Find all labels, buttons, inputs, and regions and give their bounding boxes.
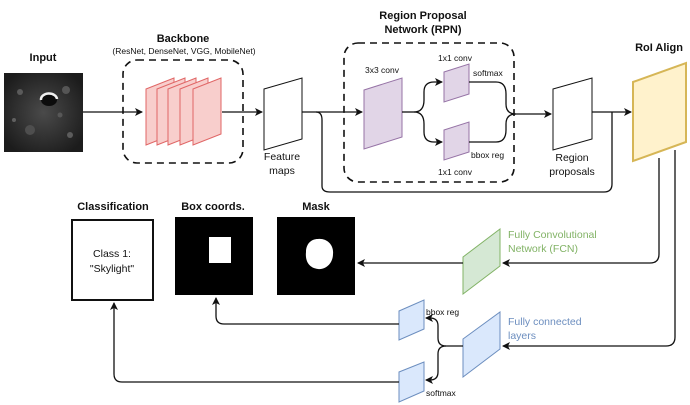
class-name-line-2: "Skylight" bbox=[90, 263, 134, 275]
rpn-conv3x3-label: 3x3 conv bbox=[365, 65, 400, 75]
backbone-layers bbox=[145, 77, 222, 146]
fcn-shape bbox=[462, 227, 501, 296]
fc-label-2: layers bbox=[508, 330, 536, 342]
head-bbox-reg-layer bbox=[398, 299, 425, 341]
rpn-title-1: Region Proposal bbox=[379, 10, 466, 22]
rpn-softmax-layer bbox=[443, 63, 470, 103]
rpn-title-2: Network (RPN) bbox=[384, 24, 461, 36]
input-image bbox=[4, 73, 83, 152]
rpn-conv3x3-layer bbox=[363, 77, 403, 150]
input-label: Input bbox=[30, 52, 57, 64]
region-proposals-label-2: proposals bbox=[549, 166, 595, 178]
rpn-conv1x1-bottom-label: 1x1 conv bbox=[438, 167, 473, 177]
region-proposals-label-1: Region bbox=[555, 152, 588, 164]
backbone-subtitle: (ResNet, DenseNet, VGG, MobileNet) bbox=[112, 46, 255, 56]
box-coords-image bbox=[175, 217, 253, 295]
feature-maps-shape bbox=[263, 77, 303, 151]
backbone-title: Backbone bbox=[157, 33, 210, 45]
box-coords-label: Box coords. bbox=[181, 201, 245, 213]
class-name-line-1: Class 1: bbox=[93, 248, 131, 260]
feature-maps-label-2: maps bbox=[269, 165, 295, 177]
connectors bbox=[83, 78, 676, 384]
fc-shape bbox=[462, 311, 501, 379]
rpn-bbox-reg-layer bbox=[443, 121, 470, 161]
head-softmax-label: softmax bbox=[426, 388, 457, 398]
head-softmax-layer bbox=[398, 361, 425, 403]
mask-image bbox=[277, 217, 355, 295]
head-bbox-reg-label: bbox reg bbox=[426, 307, 459, 317]
rpn-softmax-label: softmax bbox=[473, 68, 504, 78]
rpn-bbox-reg-label: bbox reg bbox=[471, 150, 504, 160]
mask-label: Mask bbox=[302, 201, 330, 213]
fcn-label-1: Fully Convolutional bbox=[508, 229, 597, 241]
classification-label: Classification bbox=[77, 201, 149, 213]
feature-maps-label-1: Feature bbox=[264, 151, 300, 163]
roi-align-label: RoI Align bbox=[635, 42, 683, 54]
classification-box bbox=[71, 219, 154, 301]
roi-align-shape bbox=[632, 61, 687, 163]
region-proposals-shape bbox=[552, 77, 593, 151]
rpn-conv1x1-top-label: 1x1 conv bbox=[438, 53, 473, 63]
fcn-label-2: Network (FCN) bbox=[508, 243, 578, 255]
fc-label-1: Fully connected bbox=[508, 316, 582, 328]
